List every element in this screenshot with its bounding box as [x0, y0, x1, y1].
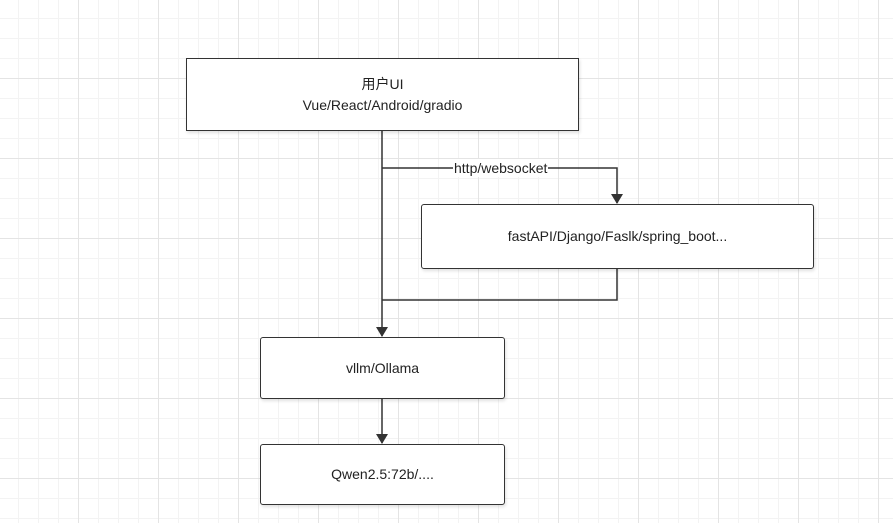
- node-model: Qwen2.5:72b/....: [260, 444, 505, 505]
- node-backend-label: fastAPI/Django/Faslk/spring_boot...: [507, 228, 728, 244]
- node-user-ui-subtitle: Vue/React/Android/gradio: [302, 96, 463, 113]
- node-inference-engine-label: vllm/Ollama: [345, 359, 420, 376]
- node-inference-engine: vllm/Ollama: [260, 337, 505, 399]
- node-user-ui: 用户UI Vue/React/Android/gradio: [186, 58, 579, 131]
- node-backend: fastAPI/Django/Faslk/spring_boot...: [421, 204, 814, 269]
- edge-label-http-websocket: http/websocket: [453, 159, 549, 177]
- node-user-ui-title: 用户UI: [361, 75, 404, 92]
- node-model-label: Qwen2.5:72b/....: [331, 466, 434, 482]
- edge-backend-to-inference: [382, 269, 618, 301]
